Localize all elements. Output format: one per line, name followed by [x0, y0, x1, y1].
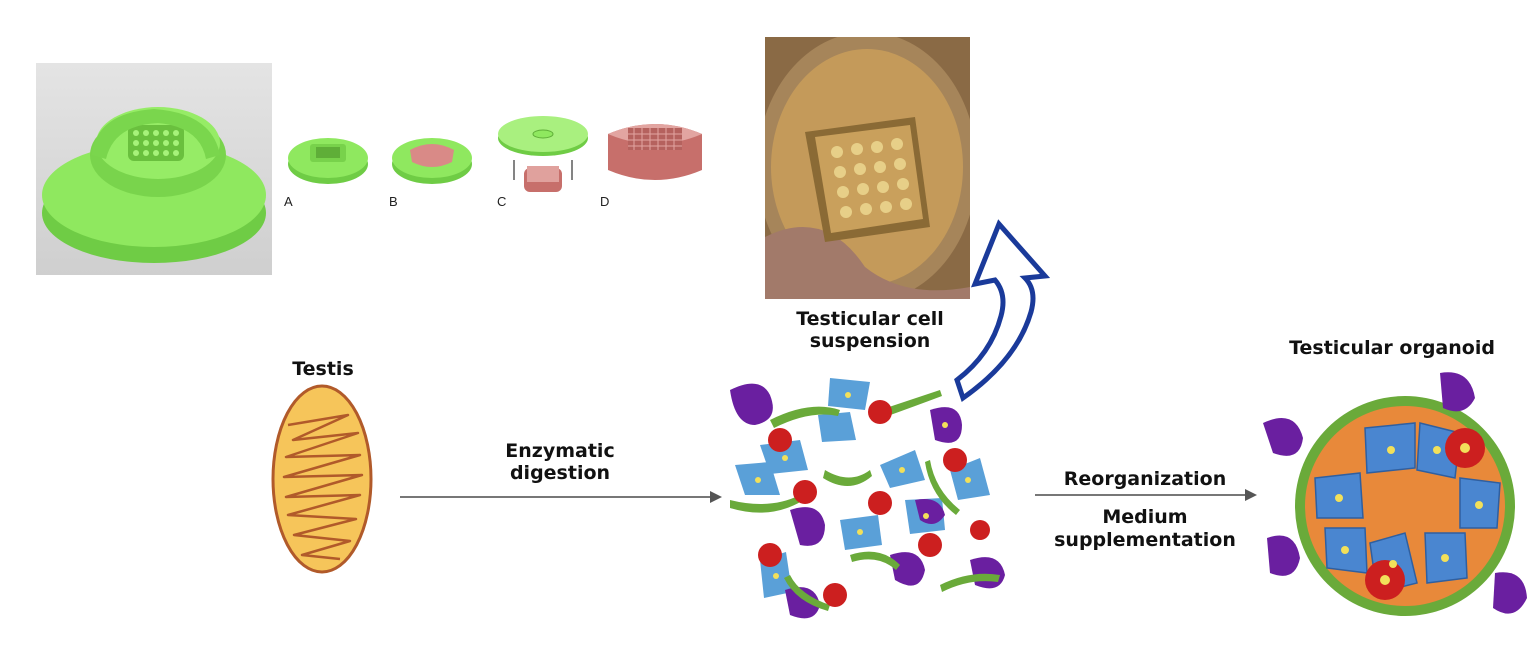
organoid-label: Testicular organoid: [1289, 337, 1495, 359]
suspension-label-line1: Testicular cell: [796, 308, 944, 330]
mold-panels: [288, 116, 588, 192]
reorganization-arrow: [1035, 489, 1257, 501]
digestion-arrow: [400, 491, 722, 503]
panel-letter-b: B: [389, 194, 398, 209]
curved-up-arrow: [954, 219, 1051, 402]
panel-letter-d: D: [600, 194, 610, 209]
testis-drawing: [271, 384, 373, 574]
medium-label-line2: supplementation: [1054, 529, 1236, 551]
panel-b-drawing: [392, 138, 472, 184]
panel-letter-a: A: [284, 194, 293, 209]
cell-suspension-drawing: [730, 378, 1005, 619]
panel-c-drawing: [498, 116, 588, 192]
culture-photo: [765, 37, 970, 299]
organoid-drawing: [1263, 372, 1527, 616]
mold-photo-drawing: [42, 107, 266, 263]
panel-d-drawing: [608, 124, 702, 180]
suspension-label-line2: suspension: [809, 330, 931, 352]
testis-label: Testis: [292, 358, 354, 380]
panel-a-drawing: [288, 138, 368, 184]
enzymatic-label-line1: Enzymatic: [505, 440, 615, 462]
enzymatic-label-line2: digestion: [509, 462, 611, 484]
panel-letter-c: C: [497, 194, 507, 209]
mold-photo: [36, 63, 272, 275]
reorganization-label: Reorganization: [1063, 468, 1227, 490]
culture-photo-drawing: [765, 37, 970, 299]
medium-label-line1: Medium: [1102, 506, 1188, 528]
